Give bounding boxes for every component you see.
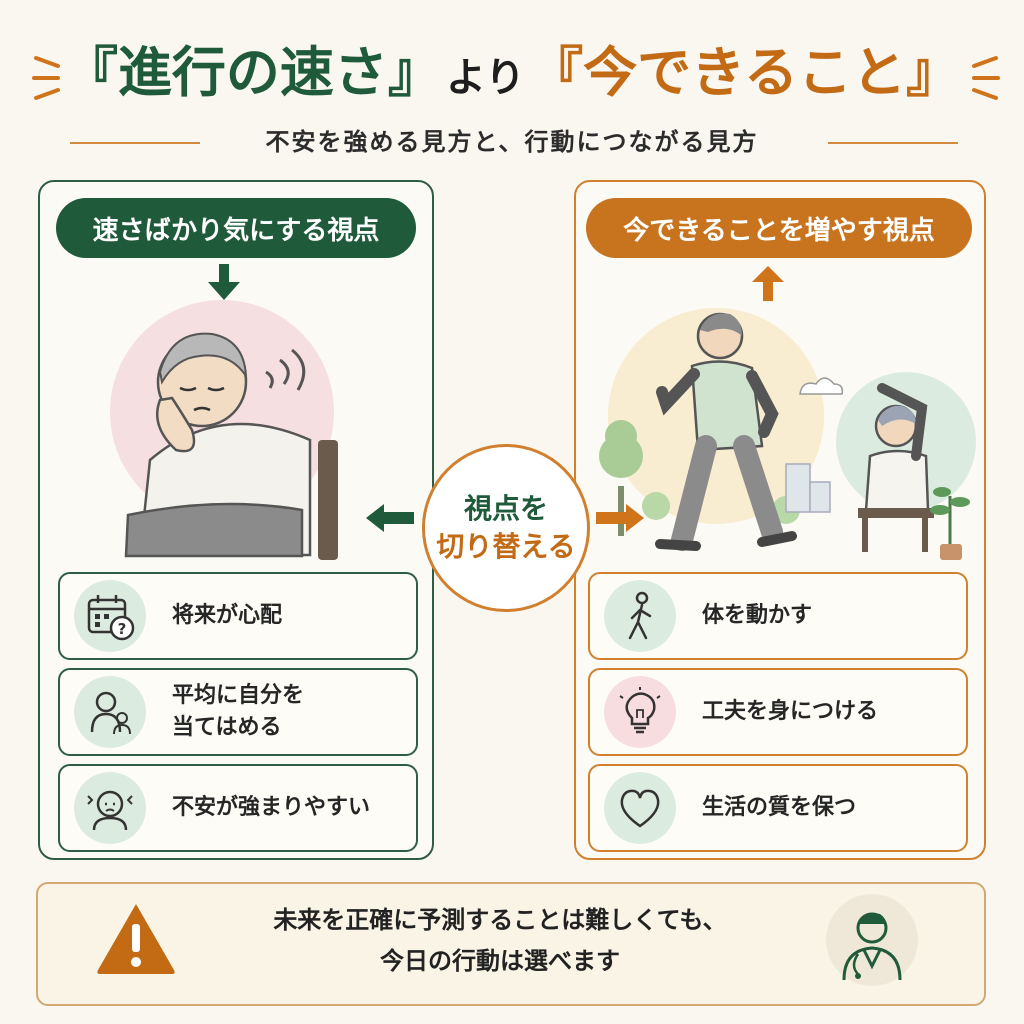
title-part-now: 『今できること』 [529, 41, 961, 104]
left-arrow-icon [366, 504, 414, 532]
list-item-compare-average: 平均に自分を 当てはめる [58, 668, 418, 756]
up-arrow-icon [752, 266, 784, 301]
list-item-move-body: 体を動かす [588, 572, 968, 660]
title-connector: より [445, 55, 526, 101]
right-arrow-icon [596, 504, 644, 532]
right-sparkle-icon [972, 56, 1000, 100]
subtitle-row: 不安を強める見方と、行動につながる見方 [0, 122, 1024, 162]
item-text-line1: 平均に自分を [172, 683, 305, 709]
warning-icon [97, 904, 175, 974]
item-text: 体を動かす [702, 603, 813, 629]
down-arrow-icon [208, 264, 240, 300]
subtitle-line-right [828, 142, 958, 144]
subtitle: 不安を強める見方と、行動につながる見方 [265, 128, 759, 156]
item-text: 不安が強まりやすい [172, 795, 371, 821]
main-title: 『進行の速さ』 より 『今できること』 [0, 28, 1024, 108]
worried-face-icon [74, 772, 146, 844]
lightbulb-icon [604, 676, 676, 748]
list-item-learn-tips: 工夫を身につける [588, 668, 968, 756]
item-text-two-lines: 平均に自分を 当てはめる [172, 680, 304, 744]
heart-icon [604, 772, 676, 844]
svg-text:?: ? [118, 620, 127, 638]
doctor-icon [826, 894, 918, 986]
list-item-anxiety: 不安が強まりやすい [58, 764, 418, 852]
banner-message: 未来を正確に予測することは難しくても、 今日の行動は選べます [180, 900, 820, 982]
left-panel-label: 速さばかり気にする視点 [56, 198, 416, 258]
walking-person-icon [604, 580, 676, 652]
switch-line1: 視点を [463, 492, 548, 526]
left-sparkle-icon [32, 56, 60, 100]
subtitle-line-left [70, 142, 200, 144]
switch-perspective-badge: 視点を 切り替える [422, 444, 590, 612]
item-text: 将来が心配 [172, 603, 283, 629]
active-seniors-illustration [599, 308, 976, 560]
switch-line2: 切り替える [436, 530, 576, 563]
item-text: 生活の質を保つ [702, 795, 857, 821]
list-item-future-worry: ? 将来が心配 [58, 572, 418, 660]
banner-line2: 今日の行動は選べます [380, 946, 620, 975]
item-text: 工夫を身につける [702, 699, 879, 725]
calendar-question-icon: ? [74, 580, 146, 652]
title-part-speed: 『進行の速さ』 [63, 41, 442, 104]
right-panel-label: 今できることを増やす視点 [586, 198, 972, 258]
item-text-line2: 当てはめる [172, 715, 282, 740]
people-comparison-icon [74, 676, 146, 748]
worried-elderly-man-illustration [110, 300, 338, 560]
banner-line1: 未来を正確に予測することは難しくても、 [273, 906, 727, 934]
list-item-quality-of-life: 生活の質を保つ [588, 764, 968, 852]
